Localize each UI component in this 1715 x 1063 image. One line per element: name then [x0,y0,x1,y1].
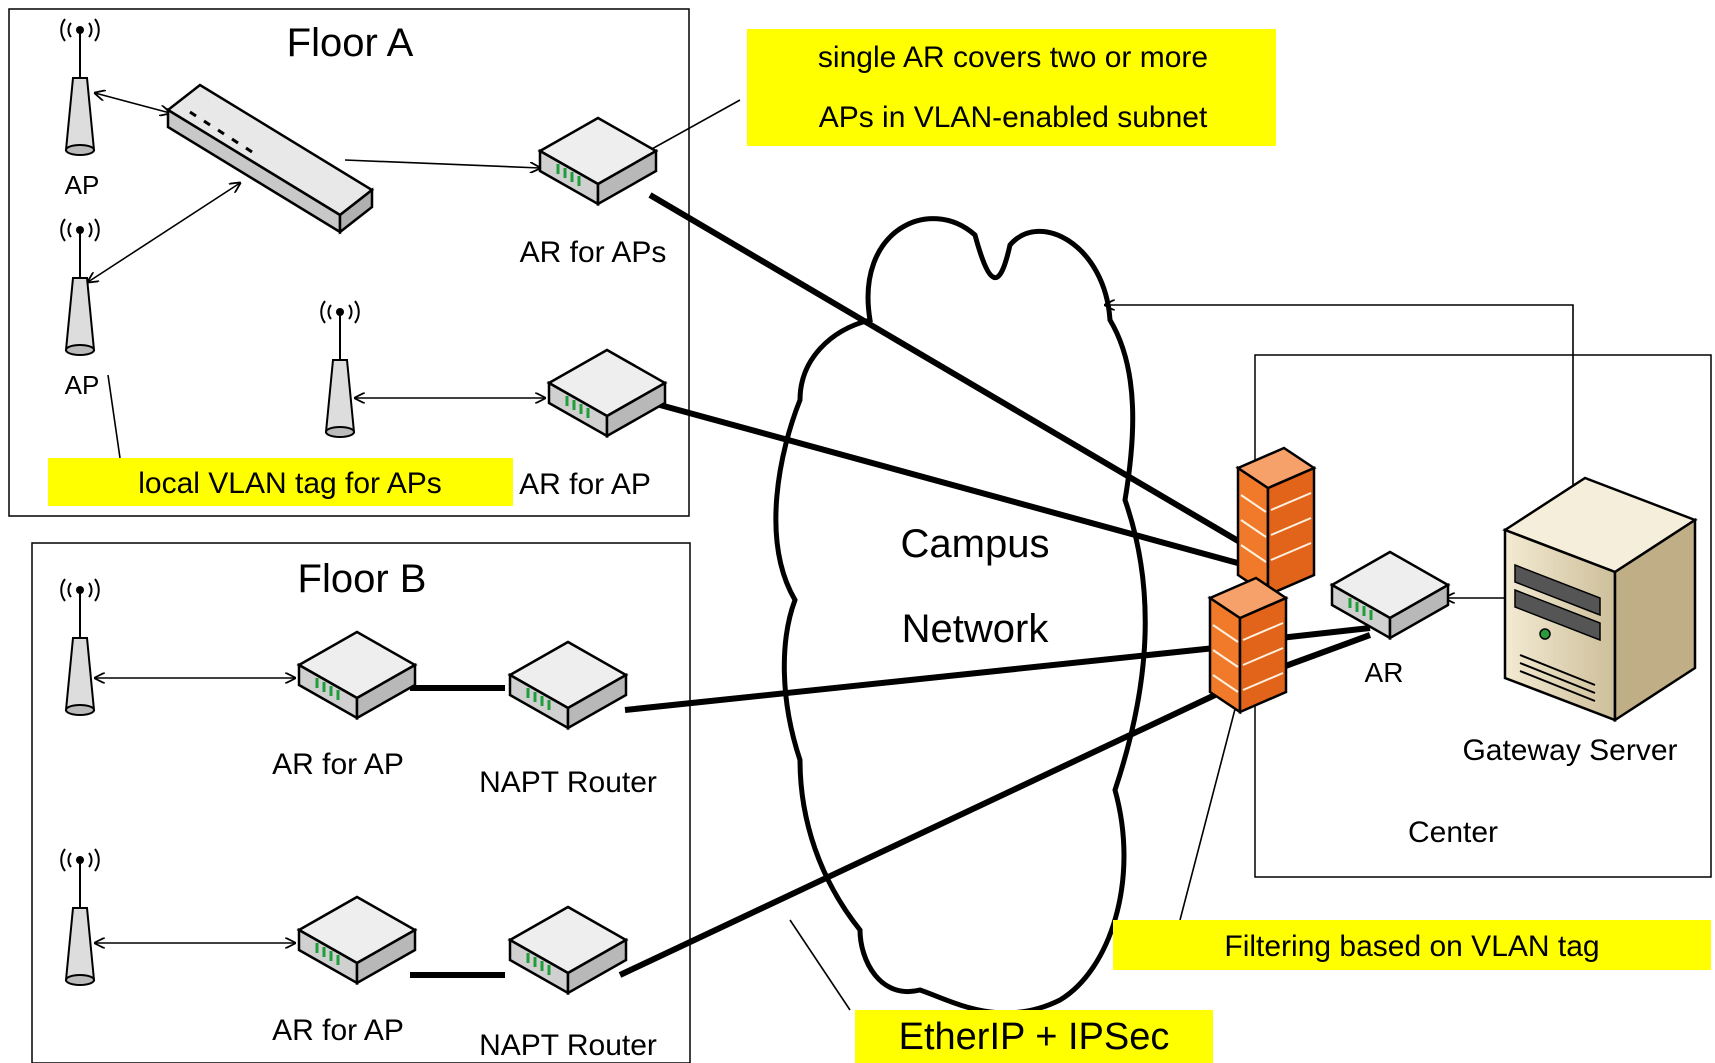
vlan-switch-icon [165,83,375,235]
ap-floor-b-top [60,578,100,716]
tunnel-lines [410,192,1372,978]
ar-for-ap-floor-b-2-label: AR for AP [272,1014,404,1047]
wifi-signal-icon [60,18,100,78]
router-napt-2-icon [507,905,629,996]
cloud-label-campus: Campus [901,522,1050,566]
wifi-signal-icon [60,218,100,278]
router-center-ar-icon [1329,550,1451,641]
ap-floor-a-top [60,18,100,156]
ar-for-aps-label: AR for APs [520,236,667,269]
floor-b-box [31,542,691,1063]
ap-floor-a-mid [60,218,100,356]
router-ar-for-ap-floor-b-1-icon [296,630,418,721]
ap-floor-a-top-label: AP [65,170,100,200]
ap-antenna-icon [64,637,96,711]
router-ar-for-ap-floor-a-icon [546,348,668,439]
ap-antenna-icon [64,907,96,981]
callout-etherip-box [855,1010,1213,1063]
cloud-label-network: Network [902,607,1050,651]
router-napt-1-icon [507,640,629,731]
napt-router-1-label: NAPT Router [479,766,657,799]
firewall-lower-icon [1207,576,1289,715]
callout-filtering-box [1113,920,1711,970]
ap-antenna-icon [64,277,96,351]
gateway-server-label: Gateway Server [1462,734,1677,767]
ap-floor-b-bottom [60,848,100,986]
ap-antenna-icon [324,359,356,433]
ap-antenna-icon [64,77,96,151]
floor-a-box [8,8,690,517]
wifi-signal-icon [60,848,100,908]
campus-network-cloud [773,216,1148,1016]
callout-local-vlan-box [48,458,513,506]
ap-floor-a-mid-label: AP [65,370,100,400]
gateway-server-icon [1502,476,1698,723]
center-label: Center [1408,816,1498,849]
floor-b-title: Floor B [298,557,427,601]
callout-single-ar-line2: APs in VLAN-enabled subnet [819,101,1208,134]
callout-single-ar-line1: single AR covers two or more [818,41,1208,74]
floor-a-title: Floor A [287,21,414,65]
ap-floor-a-right [320,300,360,438]
callout-local-vlan-text: local VLAN tag for APs [138,467,442,500]
firewall-upper-icon [1235,446,1317,598]
callout-etherip-text: EtherIP + IPSec [899,1016,1170,1058]
callout-filtering-text: Filtering based on VLAN tag [1224,930,1599,963]
router-ar-for-ap-floor-b-2-icon [296,895,418,986]
wifi-signal-icon [60,578,100,638]
wifi-signal-icon [320,300,360,360]
napt-router-2-label: NAPT Router [479,1029,657,1062]
thin-connectors [88,93,1574,1011]
center-ar-label: AR [1365,657,1404,688]
ar-for-ap-floor-a-label: AR for AP [519,468,651,501]
ar-for-ap-floor-b-1-label: AR for AP [272,748,404,781]
router-ar-for-aps-icon [537,116,659,207]
callout-single-ar-box [747,29,1276,146]
